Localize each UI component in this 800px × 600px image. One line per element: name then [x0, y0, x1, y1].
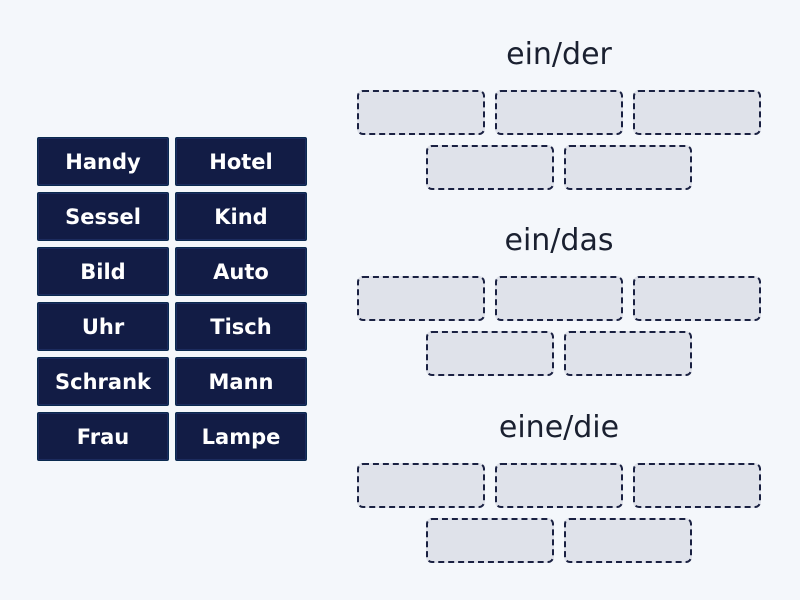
word-tile-auto[interactable]: Auto — [175, 247, 307, 296]
drop-slot[interactable] — [495, 463, 623, 508]
word-tile-tisch[interactable]: Tisch — [175, 302, 307, 351]
drop-slot[interactable] — [357, 90, 485, 135]
drop-slot[interactable] — [633, 276, 761, 321]
word-tile-kind[interactable]: Kind — [175, 192, 307, 241]
slot-row — [355, 145, 763, 190]
group-eine-die: eine/die — [355, 407, 763, 563]
word-tile-lampe[interactable]: Lampe — [175, 412, 307, 461]
word-tile-mann[interactable]: Mann — [175, 357, 307, 406]
drop-slot[interactable] — [564, 518, 692, 563]
word-tile-handy[interactable]: Handy — [37, 137, 169, 186]
word-tile-frau[interactable]: Frau — [37, 412, 169, 461]
drop-slot[interactable] — [357, 463, 485, 508]
slot-row — [355, 276, 763, 321]
slot-row — [355, 331, 763, 376]
group-title: ein/das — [504, 223, 614, 258]
drop-slot[interactable] — [357, 276, 485, 321]
drop-slot[interactable] — [495, 276, 623, 321]
word-tile-schrank[interactable]: Schrank — [37, 357, 169, 406]
drop-slot[interactable] — [426, 518, 554, 563]
drop-slot[interactable] — [564, 331, 692, 376]
word-tile-hotel[interactable]: Hotel — [175, 137, 307, 186]
drop-slot[interactable] — [426, 331, 554, 376]
group-ein-das: ein/das — [355, 220, 763, 376]
group-title: eine/die — [498, 410, 620, 445]
drop-slot[interactable] — [633, 463, 761, 508]
word-tile-bild[interactable]: Bild — [37, 247, 169, 296]
group-ein-der: ein/der — [355, 34, 763, 190]
drop-slot[interactable] — [495, 90, 623, 135]
drop-slot[interactable] — [633, 90, 761, 135]
drop-slot[interactable] — [564, 145, 692, 190]
group-title: ein/der — [506, 37, 612, 72]
word-tile-uhr[interactable]: Uhr — [37, 302, 169, 351]
slot-row — [355, 90, 763, 135]
word-tile-sessel[interactable]: Sessel — [37, 192, 169, 241]
slot-row — [355, 463, 763, 508]
drop-slot[interactable] — [426, 145, 554, 190]
word-bank: Handy Hotel Sessel Kind Bild Auto Uhr Ti… — [37, 137, 307, 461]
slot-row — [355, 518, 763, 563]
